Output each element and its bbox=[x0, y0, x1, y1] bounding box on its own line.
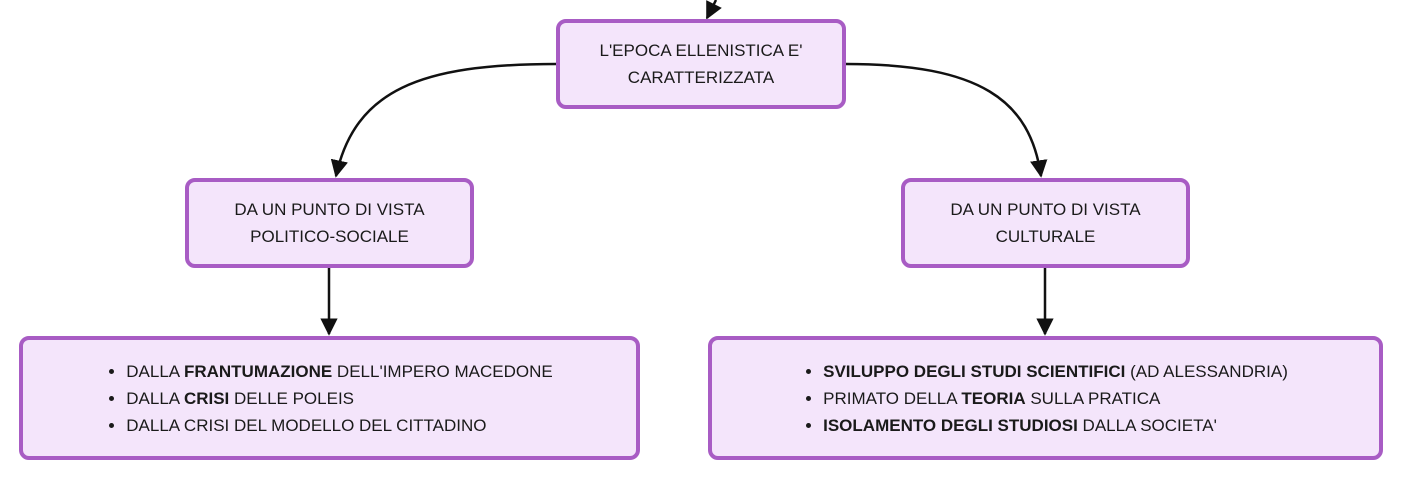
cultural-label-line2: CULTURALE bbox=[995, 227, 1096, 246]
political-social-node[interactable]: DA UN PUNTO DI VISTA POLITICO-SOCIALE bbox=[185, 178, 474, 268]
political-social-list: DALLA FRANTUMAZIONE DELL'IMPERO MACEDONE… bbox=[106, 358, 552, 439]
edge-root-political bbox=[330, 62, 557, 178]
list-item: ISOLAMENTO DEGLI STUDIOSI DALLA SOCIETA' bbox=[823, 412, 1288, 439]
cultural-list: SVILUPPO DEGLI STUDI SCIENTIFICI (AD ALE… bbox=[803, 358, 1288, 439]
political-label-line1: DA UN PUNTO DI VISTA bbox=[234, 200, 425, 219]
cultural-list-node[interactable]: SVILUPPO DEGLI STUDI SCIENTIFICI (AD ALE… bbox=[708, 336, 1383, 460]
list-item: DALLA FRANTUMAZIONE DELL'IMPERO MACEDONE bbox=[126, 358, 552, 385]
root-label-line2: CARATTERIZZATA bbox=[627, 68, 775, 87]
root-label-line1: L'EPOCA ELLENISTICA E' bbox=[599, 41, 803, 60]
political-social-list-node[interactable]: DALLA FRANTUMAZIONE DELL'IMPERO MACEDONE… bbox=[19, 336, 640, 460]
list-item: PRIMATO DELLA TEORIA SULLA PRATICA bbox=[823, 385, 1288, 412]
political-label-line2: POLITICO-SOCIALE bbox=[250, 227, 409, 246]
cultural-label: DA UN PUNTO DI VISTA CULTURALE bbox=[930, 196, 1160, 250]
root-node[interactable]: L'EPOCA ELLENISTICA E' CARATTERIZZATA bbox=[556, 19, 846, 109]
cultural-node[interactable]: DA UN PUNTO DI VISTA CULTURALE bbox=[901, 178, 1190, 268]
list-item: DALLA CRISI DELLE POLEIS bbox=[126, 385, 552, 412]
cultural-label-line1: DA UN PUNTO DI VISTA bbox=[950, 200, 1141, 219]
list-item: DALLA CRISI DEL MODELLO DEL CITTADINO bbox=[126, 412, 552, 439]
political-social-label: DA UN PUNTO DI VISTA POLITICO-SOCIALE bbox=[214, 196, 444, 250]
incoming-arrow bbox=[705, 0, 722, 20]
list-item: SVILUPPO DEGLI STUDI SCIENTIFICI (AD ALE… bbox=[823, 358, 1288, 385]
root-label: L'EPOCA ELLENISTICA E' CARATTERIZZATA bbox=[579, 37, 822, 91]
edge-root-cultural bbox=[845, 62, 1048, 178]
